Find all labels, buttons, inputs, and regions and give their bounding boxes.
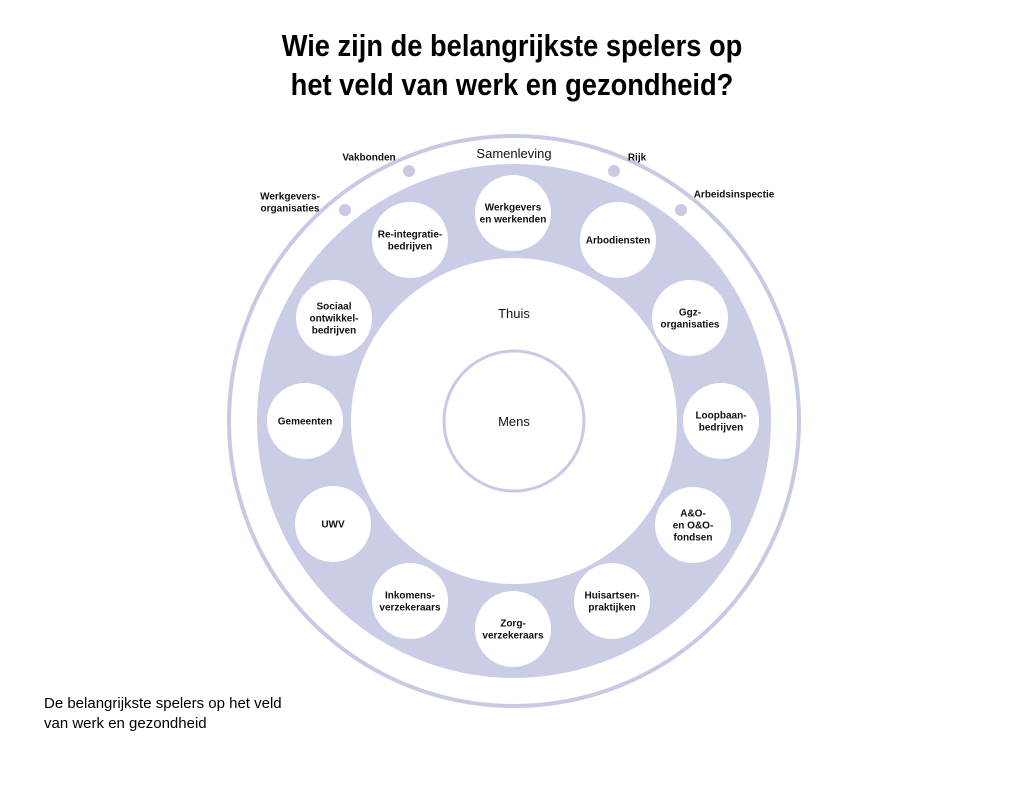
caption-line: De belangrijkste spelers op het veld — [44, 695, 282, 712]
player-label-line: bedrijven — [388, 242, 432, 253]
player-circle — [652, 280, 728, 356]
player-circle — [296, 280, 372, 356]
player-node: Huisartsen-praktijken — [574, 563, 650, 639]
outer-player-dot — [403, 165, 415, 177]
player-label-line: Gemeenten — [278, 417, 332, 428]
player-label-line: Arbodiensten — [586, 236, 650, 247]
player-label-line: Werkgevers — [485, 203, 542, 214]
outer-player-dot — [608, 165, 620, 177]
player-label-line: Ggz- — [679, 308, 701, 319]
player-label-line: A&O- — [680, 509, 706, 520]
player-circle — [655, 487, 731, 563]
title-line: het veld van werk en gezondheid? — [290, 67, 734, 102]
caption: De belangrijkste spelers op het veld van… — [44, 694, 282, 734]
player-node: Inkomens-verzekeraars — [372, 563, 448, 639]
player-node: Gemeenten — [267, 383, 343, 459]
player-label-line: en O&O- — [673, 521, 714, 532]
caption-line: van werk en gezondheid — [44, 715, 207, 732]
player-circle — [295, 486, 371, 562]
player-circle — [372, 202, 448, 278]
player-label-line: fondsen — [674, 533, 713, 544]
player-label-line: verzekeraars — [482, 631, 544, 642]
player-label-line: Inkomens- — [385, 591, 435, 602]
ring-label-home: Thuis — [498, 306, 530, 321]
player-label-line: bedrijven — [312, 326, 356, 337]
player-label-line: Werkgevers- — [260, 192, 320, 203]
player-circle — [574, 563, 650, 639]
player-node: Loopbaan-bedrijven — [683, 383, 759, 459]
player-label-line: verzekeraars — [379, 603, 441, 614]
player-label-line: Sociaal — [316, 302, 351, 313]
page-title: Wie zijn de belangrijkste spelers op het… — [61, 26, 962, 104]
player-label-line: praktijken — [588, 603, 635, 614]
player-circle — [475, 175, 551, 251]
player-label-line: Huisartsen- — [584, 591, 639, 602]
player-node: Zorg-verzekeraars — [475, 591, 551, 667]
title-line: Wie zijn de belangrijkste spelers op — [281, 28, 743, 63]
player-node: Arbodiensten — [580, 202, 656, 278]
player-node: Ggz-organisaties — [652, 280, 728, 356]
player-label-line: ontwikkel- — [310, 314, 359, 325]
player-label-line: Loopbaan- — [695, 411, 746, 422]
outer-player-dot — [339, 204, 351, 216]
player-label-line: Vakbonden — [342, 153, 395, 164]
player-label-line: Re-integratie- — [378, 230, 442, 241]
player-label-line: Rijk — [628, 153, 647, 164]
player-label-line: Zorg- — [500, 619, 526, 630]
player-label-line: bedrijven — [699, 423, 743, 434]
ring-label-person: Mens — [498, 414, 530, 429]
player-node: A&O-en O&O-fondsen — [655, 487, 731, 563]
ring-label-society: Samenleving — [476, 146, 551, 161]
player-node: UWV — [295, 486, 371, 562]
player-circle — [475, 591, 551, 667]
player-label-line: Arbeidsinspectie — [694, 190, 775, 201]
player-node: Re-integratie-bedrijven — [372, 202, 448, 278]
player-label-line: organisaties — [261, 204, 320, 215]
player-circle — [372, 563, 448, 639]
person-circle — [442, 349, 586, 493]
player-label-line: en werkenden — [480, 215, 547, 226]
player-circle — [683, 383, 759, 459]
player-circle — [580, 202, 656, 278]
player-circle — [267, 383, 343, 459]
player-label-line: UWV — [321, 520, 345, 531]
outer-player-dot — [675, 204, 687, 216]
player-label-line: organisaties — [661, 320, 720, 331]
